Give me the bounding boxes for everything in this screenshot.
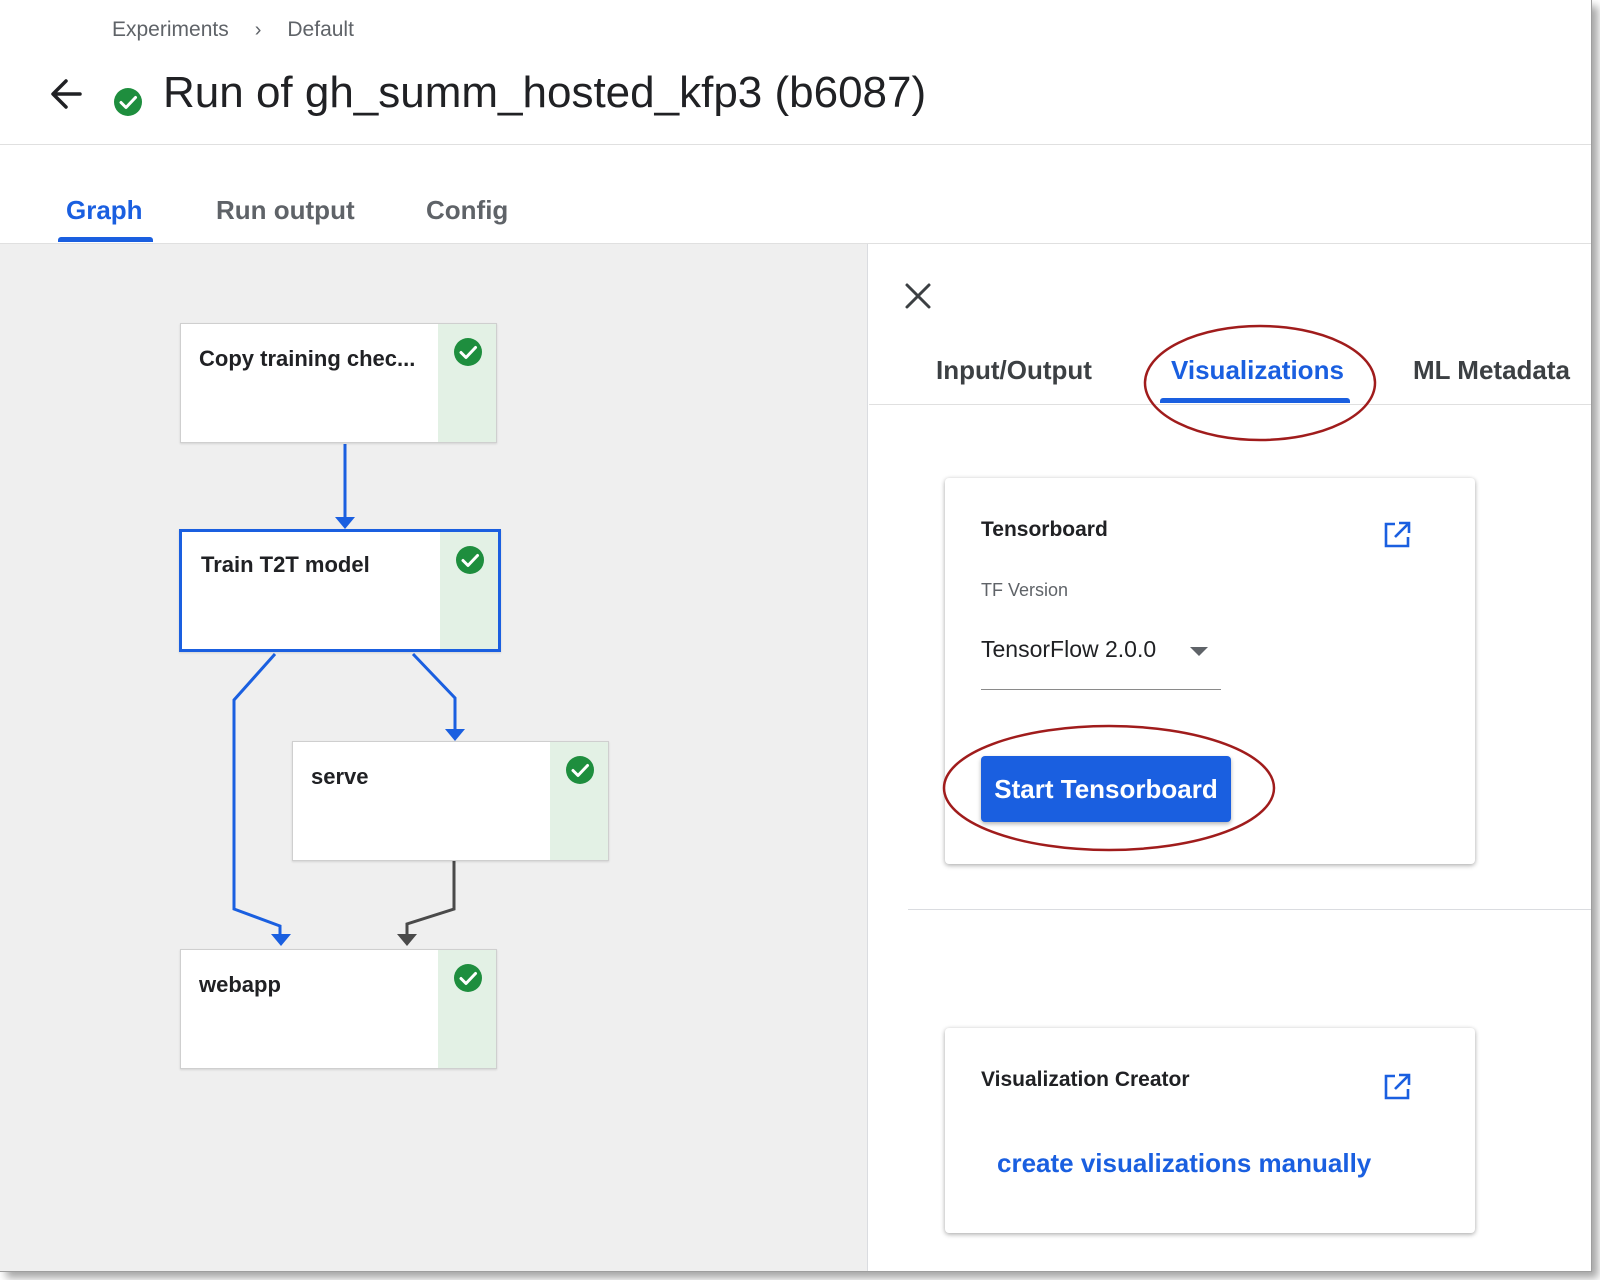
selected-version: TensorFlow 2.0.0 — [981, 636, 1157, 662]
check-circle-icon — [566, 756, 594, 784]
edge-train-to-webapp — [232, 653, 282, 934]
node-status — [438, 324, 496, 442]
edge-arrowhead — [271, 934, 291, 946]
edge-arrowhead — [397, 934, 417, 946]
edge-serve-to-webapp — [405, 860, 456, 934]
active-tab-indicator — [1160, 398, 1350, 403]
visualization-creator-card: Visualization Creator create visualizati… — [945, 1028, 1475, 1233]
create-visualizations-link[interactable]: create visualizations manually — [997, 1148, 1372, 1178]
node-label: webapp — [199, 972, 281, 997]
tab-ml-metadata[interactable]: ML Metadata — [1413, 355, 1570, 385]
open-in-new-icon[interactable] — [1382, 1072, 1412, 1102]
tf-version-label: TF Version — [981, 580, 1069, 600]
node-status — [438, 950, 496, 1068]
node-status — [550, 742, 608, 860]
breadcrumb-default[interactable]: Default — [287, 18, 354, 41]
edge-arrowhead — [335, 517, 355, 529]
side-tabs-divider — [869, 404, 1591, 405]
check-circle-icon — [456, 546, 484, 574]
graph-canvas: Copy training chec... Train T2T model se… — [0, 244, 868, 1271]
section-divider — [908, 909, 1591, 910]
back-arrow-icon — [51, 79, 82, 109]
tabs-divider — [0, 243, 1591, 244]
open-in-new-icon[interactable] — [1382, 520, 1412, 550]
page-title: Run of gh_summ_hosted_kfp3 (b6087) — [163, 68, 927, 117]
tab-run-output[interactable]: Run output — [216, 195, 355, 225]
tab-graph[interactable]: Graph — [66, 195, 143, 225]
node-label: Train T2T model — [201, 552, 370, 577]
header-divider — [0, 144, 1591, 145]
tab-input-output[interactable]: Input/Output — [936, 355, 1092, 385]
breadcrumb: Experiments › Default — [112, 18, 354, 42]
graph-node-serve[interactable]: serve — [292, 741, 609, 861]
graph-node-webapp[interactable]: webapp — [180, 949, 497, 1069]
card-title: Visualization Creator — [981, 1068, 1190, 1091]
node-label: serve — [311, 764, 369, 789]
back-button[interactable] — [46, 72, 86, 116]
check-circle-icon — [454, 964, 482, 992]
active-tab-indicator — [58, 237, 153, 242]
graph-node-train-t2t-model[interactable]: Train T2T model — [179, 529, 501, 652]
start-tensorboard-button[interactable]: Start Tensorboard — [981, 756, 1231, 822]
close-icon — [905, 283, 931, 309]
chevron-right-icon: › — [254, 18, 262, 41]
check-circle-icon — [114, 88, 142, 116]
tensorboard-card: Tensorboard TF Version TensorFlow 2.0.0 … — [945, 478, 1475, 864]
node-status — [440, 532, 498, 649]
edge-train-to-serve — [411, 652, 457, 730]
tab-visualizations[interactable]: Visualizations — [1171, 355, 1344, 385]
check-circle-icon — [454, 338, 482, 366]
breadcrumb-experiments[interactable]: Experiments — [112, 18, 229, 41]
graph-node-copy-training[interactable]: Copy training chec... — [180, 323, 497, 443]
graph-edges — [232, 444, 465, 946]
tf-version-select[interactable]: TensorFlow 2.0.0 — [981, 628, 1221, 690]
close-panel-button[interactable] — [900, 278, 936, 314]
card-title: Tensorboard — [981, 518, 1108, 541]
edge-arrowhead — [445, 729, 465, 741]
dropdown-arrow-icon — [1190, 647, 1208, 656]
tab-config[interactable]: Config — [426, 195, 509, 225]
node-label: Copy training chec... — [199, 346, 416, 371]
